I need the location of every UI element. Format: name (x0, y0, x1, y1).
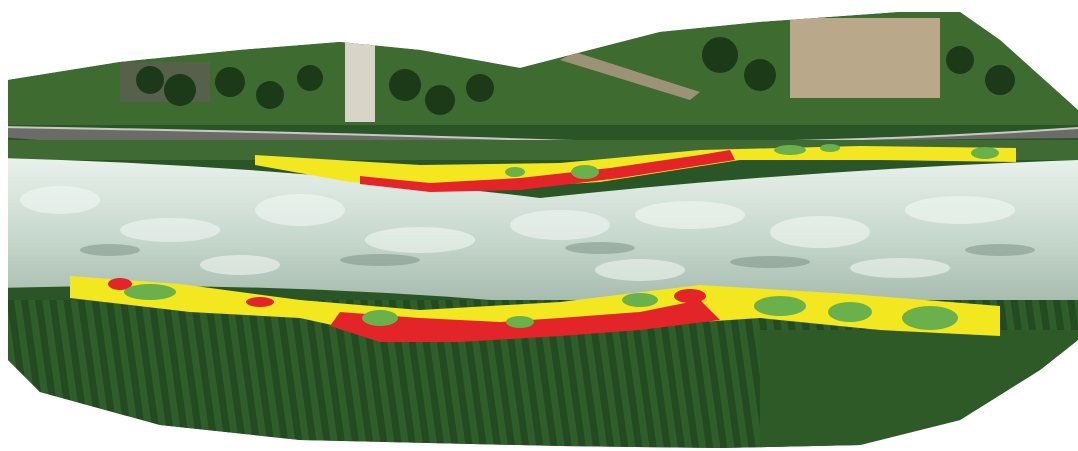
courtyard (120, 62, 210, 102)
south-strip-red-patches (108, 278, 706, 307)
south-strip-green (124, 284, 958, 330)
dirt-path (560, 52, 700, 100)
north-strip-red (360, 150, 735, 192)
gravel-lot (790, 18, 940, 98)
south-classification-strip (70, 276, 1000, 342)
south-strip-yellow (70, 276, 1000, 340)
north-classification-strip (255, 144, 1016, 192)
tree-canopy (136, 37, 1015, 115)
river-shadows (80, 242, 1035, 268)
building-block (345, 42, 375, 122)
river-texture (20, 186, 1015, 281)
north-strip-green (505, 144, 999, 179)
